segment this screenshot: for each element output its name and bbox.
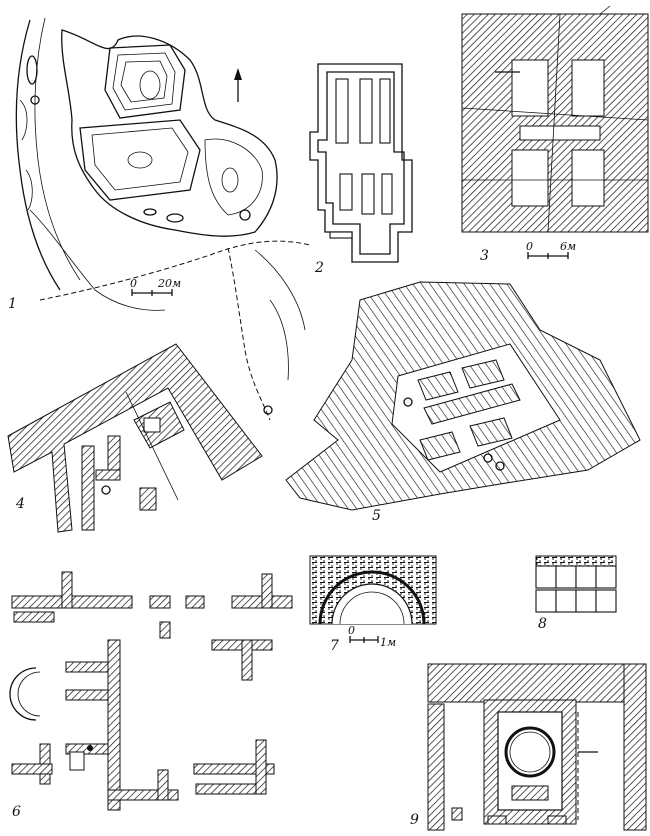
fig8-number: 8 <box>538 616 547 632</box>
fig7-scale-zero: 0 <box>348 624 355 637</box>
fig1-scale-zero: 0 <box>130 277 137 290</box>
fig2-number: 2 <box>314 260 324 276</box>
figure-9-plan: 9 <box>410 663 647 831</box>
fig5-number: 5 <box>372 508 381 524</box>
figure-8-blocks: 8 <box>535 555 617 632</box>
fig7-number: 7 <box>330 638 339 654</box>
fig9-number: 9 <box>410 812 419 828</box>
figure-7-arch: 0 1м 7 <box>309 555 437 654</box>
fig3-scale-zero: 0 <box>526 240 533 253</box>
fig3-number: 3 <box>480 248 489 264</box>
fig1-number: 1 <box>8 296 17 312</box>
fig6-number: 6 <box>12 804 21 820</box>
fig1-scale-value: 20м <box>157 277 181 290</box>
figure-2-plan: 2 <box>309 63 413 276</box>
fig7-scale-value: 1м <box>380 636 396 649</box>
fig4-number: 4 <box>15 496 25 512</box>
figure-5-plan: 5 <box>285 281 641 524</box>
figure-3-plan: 0 6м 3 <box>461 5 649 264</box>
figure-6-plan: 6 <box>9 571 293 820</box>
figure-4-plan: 4 <box>7 343 263 533</box>
fig3-scale-value: 6м <box>560 240 576 253</box>
figure-1-site-plan: 0 20м 1 <box>8 17 311 421</box>
